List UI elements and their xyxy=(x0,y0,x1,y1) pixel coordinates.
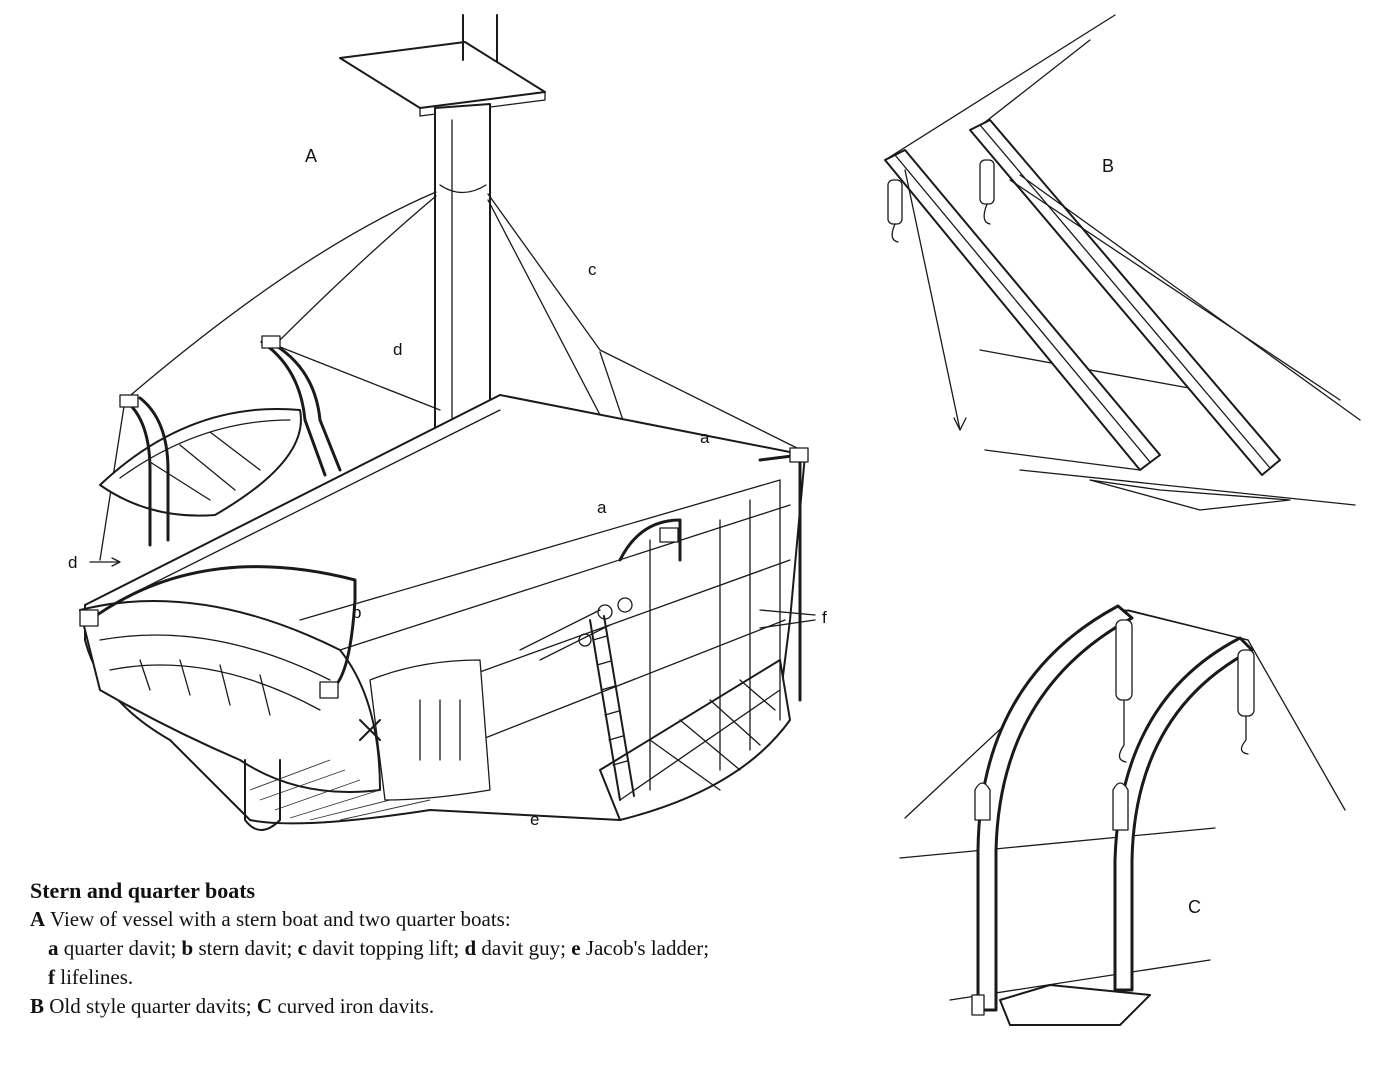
callout-e: e xyxy=(530,810,539,829)
caption-line-bc: B Old style quarter davits; C curved iro… xyxy=(30,992,710,1021)
caption-key-item-d: d xyxy=(464,936,477,960)
left-quarter-boat xyxy=(99,335,342,547)
callout-b: b xyxy=(352,603,361,622)
callout-f: f xyxy=(822,608,827,627)
caption-text-b-upper: Old style quarter davits; xyxy=(44,994,257,1018)
panel-b-drawing: B xyxy=(884,14,1361,511)
stern-davits xyxy=(79,565,357,699)
callout-d-left: d xyxy=(68,553,77,572)
panel-c-drawing: C xyxy=(899,604,1346,1026)
caption-items: a quarter davit; b stern davit; c davit … xyxy=(30,934,710,992)
caption-text-item-c: davit topping lift; xyxy=(306,936,465,960)
callout-a-top: a xyxy=(700,428,710,447)
right-quarter-boat xyxy=(519,447,809,821)
caption-text-item-b: stern davit; xyxy=(193,936,298,960)
caption-key-b-upper: B xyxy=(30,994,45,1018)
caption-title: Stern and quarter boats xyxy=(30,878,256,903)
panel-a-drawing: A c d a a d b f e xyxy=(68,14,827,831)
caption-text-item-d: davit guy; xyxy=(476,936,572,960)
caption-key-item-b: b xyxy=(181,936,194,960)
caption-text-item-e: Jacob's ladder; xyxy=(580,936,710,960)
caption-text-item-f: lifelines. xyxy=(55,965,134,989)
caption-text-item-a: quarter davit; xyxy=(58,936,182,960)
caption-key-item-e: e xyxy=(571,936,581,960)
caption-key-c-upper: C xyxy=(256,994,273,1018)
panel-c-label: C xyxy=(1188,897,1201,917)
caption-key-item-f: f xyxy=(48,965,55,989)
figure-caption: Stern and quarter boats A View of vessel… xyxy=(30,876,710,1021)
caption-key-a-upper: A xyxy=(30,907,46,931)
callout-c: c xyxy=(588,260,597,279)
panel-b-label: B xyxy=(1102,156,1114,176)
caption-text-c-upper: curved iron davits. xyxy=(272,994,435,1018)
callout-a-mid: a xyxy=(597,498,607,517)
caption-key-item-c: c xyxy=(297,936,307,960)
caption-line-a: A View of vessel with a stern boat and t… xyxy=(30,905,710,934)
panel-a-label: A xyxy=(305,146,317,166)
callout-d-top: d xyxy=(393,340,402,359)
caption-key-item-a: a xyxy=(48,936,59,960)
caption-text-a-upper: View of vessel with a stern boat and two… xyxy=(45,907,511,931)
